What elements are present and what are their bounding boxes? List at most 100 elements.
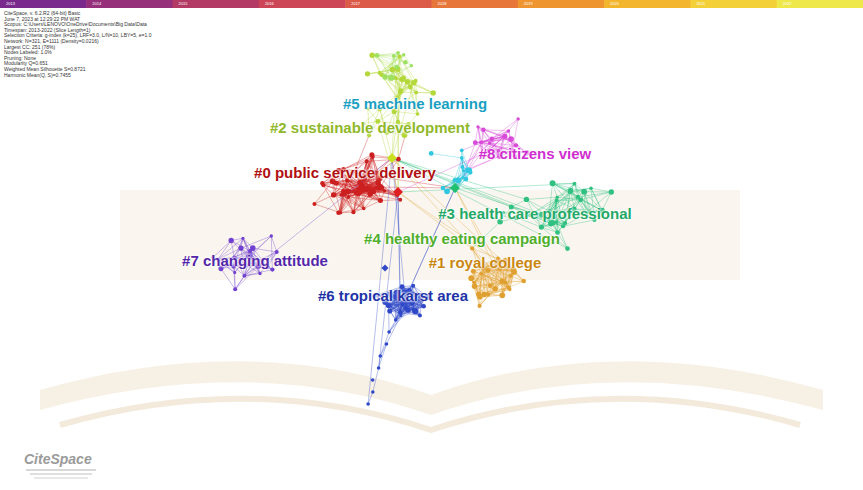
reference-node — [383, 189, 386, 192]
reference-node — [565, 246, 570, 251]
citation-link — [403, 305, 420, 315]
reference-node — [362, 207, 366, 211]
citation-link — [591, 188, 611, 192]
reference-node — [508, 288, 512, 292]
reference-node — [336, 211, 341, 216]
cluster-label: #3 health care professional — [438, 206, 631, 221]
reference-node — [242, 274, 246, 278]
cluster-label: #0 public service delivery — [254, 165, 436, 180]
citation-link — [314, 181, 332, 204]
reference-node — [507, 129, 510, 132]
hub-node — [393, 187, 403, 197]
reference-node — [418, 313, 422, 317]
reference-node — [312, 202, 316, 206]
reference-node — [521, 279, 526, 284]
reference-node — [476, 125, 479, 128]
year-label: 2018 — [438, 2, 447, 6]
reference-node — [488, 142, 491, 145]
reference-node — [563, 221, 567, 225]
reference-node — [476, 292, 481, 297]
info-line: June 7, 2023 at 12:29:22 PM WAT — [4, 17, 80, 22]
timeline-segment — [345, 0, 432, 8]
reference-node — [394, 65, 399, 70]
reference-node — [375, 53, 380, 58]
year-label: 2015 — [179, 2, 188, 6]
reference-node — [504, 281, 508, 285]
reference-node — [394, 318, 398, 322]
citation-link — [404, 55, 412, 66]
citation-link — [480, 281, 503, 306]
reference-node — [382, 74, 387, 79]
reference-node — [488, 283, 493, 288]
info-line: Pruning: None — [4, 56, 36, 61]
info-line: Network: N=321, E=1111 (Density=0.0216) — [4, 39, 99, 44]
reference-node — [403, 60, 407, 64]
reference-node — [385, 342, 389, 346]
citation-link — [396, 300, 422, 320]
reference-node — [377, 366, 381, 370]
year-label: 2016 — [265, 2, 274, 6]
info-line: CiteSpace, v. 6.2.R2 (64-bit) Basic — [4, 11, 80, 16]
reference-node — [396, 51, 400, 55]
reference-node — [341, 191, 347, 197]
timeline-segment — [518, 0, 605, 8]
reference-node — [416, 112, 420, 116]
reference-node — [270, 267, 274, 271]
citation-link — [389, 320, 396, 332]
reference-node — [556, 196, 559, 199]
citation-link — [221, 269, 235, 290]
citation-link — [241, 236, 271, 248]
reference-node — [388, 75, 394, 81]
reference-node — [490, 137, 494, 141]
reference-node — [351, 210, 355, 214]
citation-link — [473, 271, 484, 294]
reference-node — [398, 90, 402, 94]
citation-link — [483, 268, 485, 294]
timeline-segment — [259, 0, 346, 8]
reference-node — [331, 192, 336, 197]
reference-node — [481, 127, 486, 132]
reference-node — [550, 180, 556, 186]
reference-node — [462, 169, 465, 172]
reference-node — [460, 156, 464, 160]
cluster-label: #2 sustainable development — [270, 120, 470, 135]
reference-node — [346, 195, 350, 199]
reference-node — [378, 71, 382, 75]
reference-node — [398, 310, 402, 314]
reference-node — [550, 220, 555, 225]
hub-node — [381, 264, 388, 271]
reference-node — [463, 177, 468, 182]
citation-link — [364, 201, 381, 209]
reference-node — [371, 378, 375, 382]
timeline-segment — [0, 0, 87, 8]
year-label: 2017 — [351, 2, 360, 6]
citation-link — [314, 191, 342, 204]
hub-node — [356, 188, 363, 195]
reference-node — [387, 330, 391, 334]
citation-link — [563, 220, 594, 226]
reference-node — [578, 197, 583, 202]
info-line: Selection Criteria: g-index (k=25), LRF=… — [4, 33, 151, 38]
reference-node — [460, 165, 464, 169]
hub-node — [387, 153, 397, 163]
citation-link — [235, 266, 258, 289]
reference-node — [422, 304, 426, 308]
info-line: Weighted Mean Silhouette S=0.8721 — [4, 67, 86, 72]
reference-node — [477, 304, 481, 308]
reference-node — [444, 188, 450, 194]
year-label: 2022 — [783, 2, 792, 6]
reference-node — [378, 198, 383, 203]
reference-node — [399, 314, 402, 317]
reference-node — [365, 71, 370, 76]
reference-node — [429, 151, 434, 156]
reference-node — [524, 197, 529, 202]
reference-node — [387, 309, 392, 314]
citation-link — [478, 127, 492, 139]
reference-node — [414, 79, 418, 83]
reference-node — [581, 189, 587, 195]
reference-node — [250, 245, 256, 251]
info-line: Timespan: 2013-2022 (Slice Length=1) — [4, 28, 90, 33]
reference-node — [472, 281, 476, 285]
timeline-segment — [777, 0, 863, 8]
citation-link — [492, 119, 518, 139]
